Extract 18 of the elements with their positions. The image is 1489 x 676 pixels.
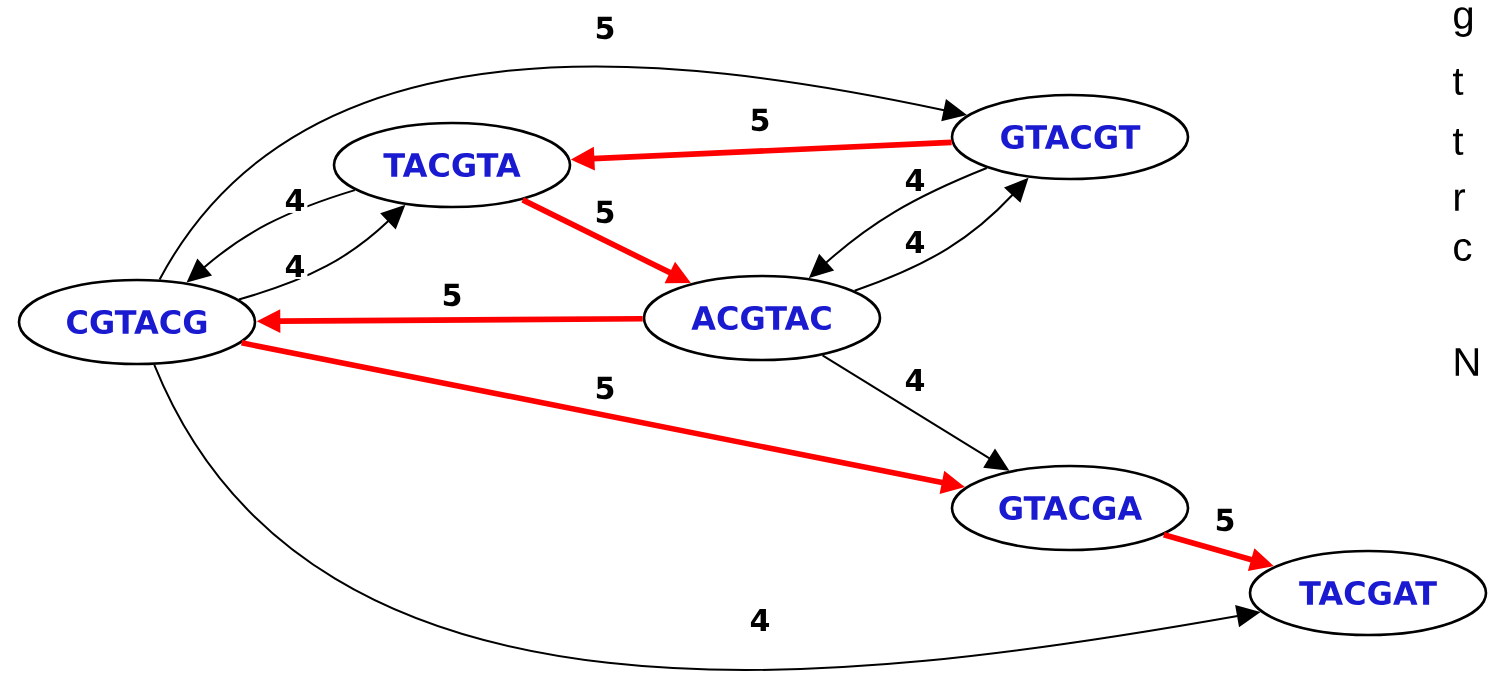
edge-label: 4 (902, 167, 928, 193)
edge-label: 4 (902, 367, 928, 393)
edge-label: 4 (902, 229, 928, 255)
text-fragment: g (1454, 7, 1473, 37)
edge-label: 5 (592, 14, 618, 42)
edge-label: 4 (282, 253, 308, 279)
text-fragment: r (1455, 189, 1466, 211)
edge-label: 5 (592, 374, 618, 402)
text-fragment: t (1453, 128, 1464, 156)
text-fragment: t (1453, 68, 1464, 96)
edge-label: 4 (282, 187, 308, 213)
edge-label: 5 (439, 281, 465, 309)
edge-label: 5 (592, 198, 618, 226)
edge-label: 5 (747, 106, 773, 134)
edge-label: 4 (747, 607, 773, 633)
edge-label: 5 (1212, 506, 1238, 534)
text-fragment: N (1455, 348, 1479, 376)
text-fragment: c (1454, 239, 1472, 261)
